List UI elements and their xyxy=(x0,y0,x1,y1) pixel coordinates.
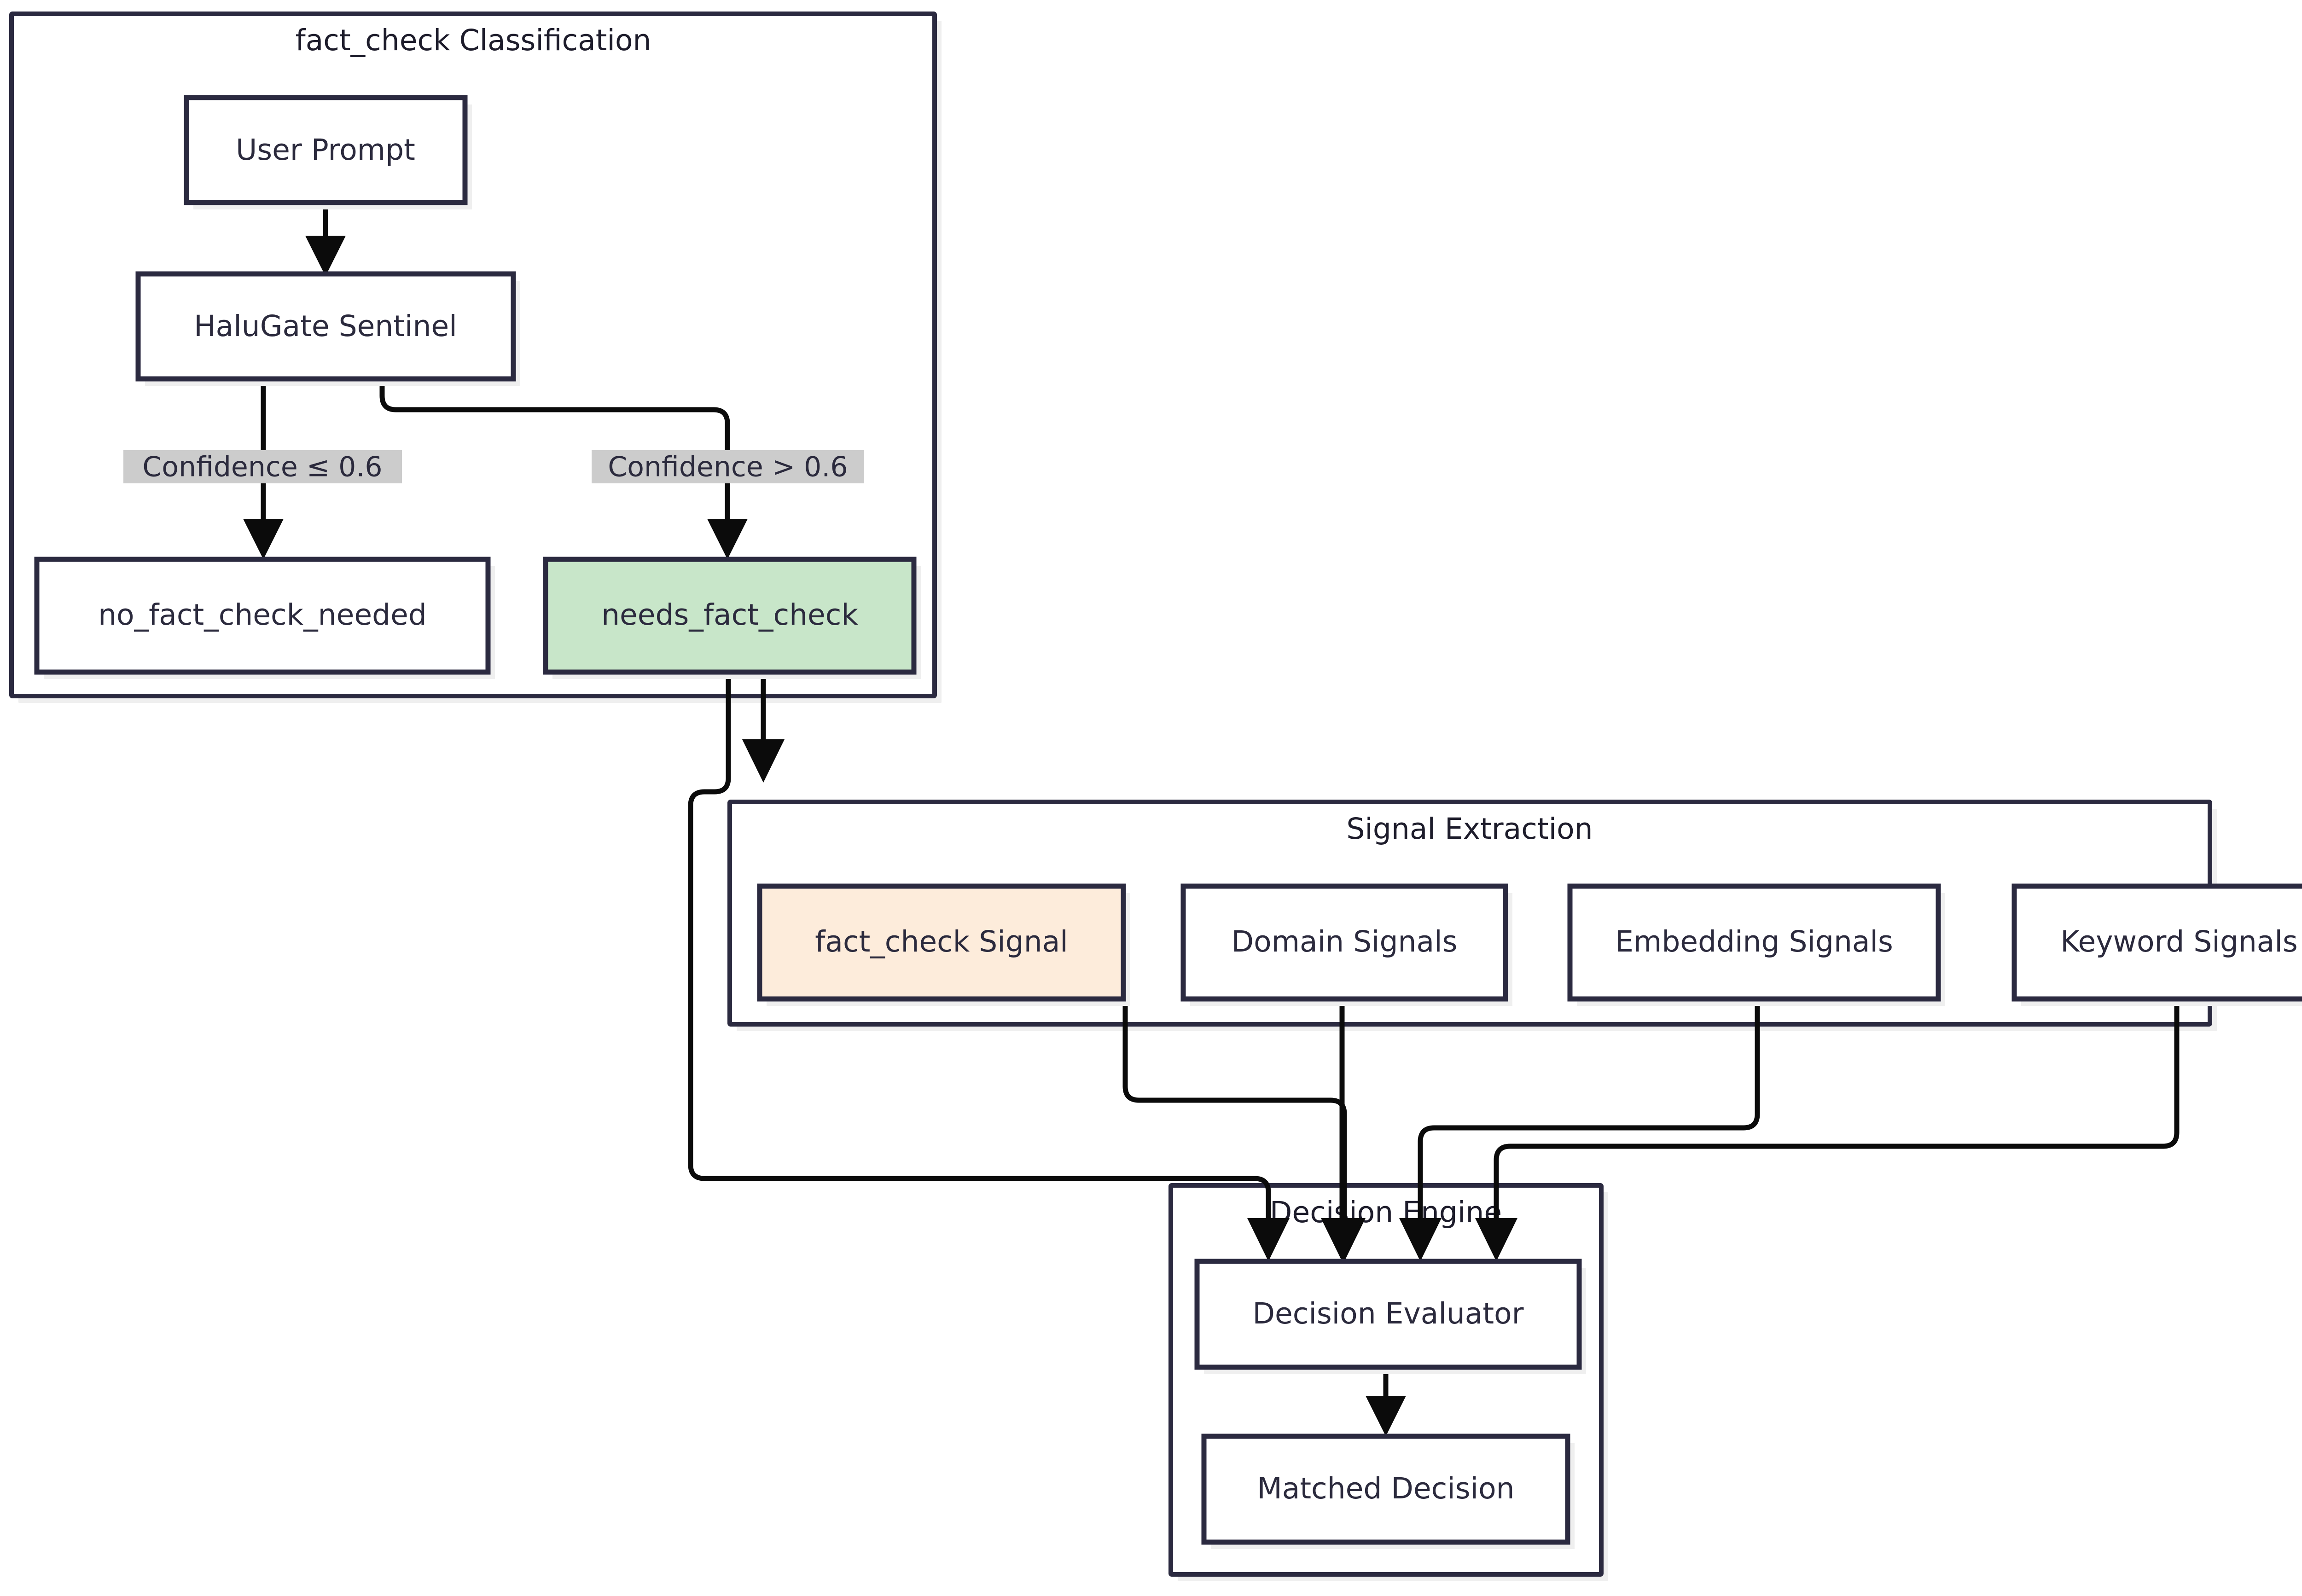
arrowhead-icon xyxy=(305,236,346,276)
node-matched-decision-label: Matched Decision xyxy=(1257,1472,1514,1505)
node-keyword-signals-label: Keyword Signals xyxy=(2060,925,2297,958)
node-decision-evaluator-box[interactable] xyxy=(1194,1259,1582,1370)
node-keyword-signals[interactable]: Keyword Signals xyxy=(2011,883,2302,1006)
node-user-prompt[interactable]: User Prompt xyxy=(184,95,472,209)
node-embedding-signals-label: Embedding Signals xyxy=(1615,925,1893,958)
subgraph-decision-engine-title: Decision Engine xyxy=(1270,1196,1502,1229)
node-decision-evaluator[interactable]: Decision Evaluator xyxy=(1194,1259,1586,1374)
node-domain-signals-box[interactable] xyxy=(1180,883,1508,1002)
edge-embedding-signals-to-decision-evaluator xyxy=(1399,1004,1760,1261)
edge-needs-fact-check-to-fact-check-signal xyxy=(742,679,785,783)
arrowhead-icon xyxy=(1399,1218,1442,1261)
node-needs-fact-check-box[interactable] xyxy=(543,557,917,675)
node-halugate-sentinel-label: HaluGate Sentinel xyxy=(194,309,457,343)
arrowhead-icon xyxy=(1366,1396,1406,1436)
node-embedding-signals[interactable]: Embedding Signals xyxy=(1567,883,1945,1006)
arrowhead-icon xyxy=(707,519,748,559)
node-no-fact-check-needed-box[interactable] xyxy=(34,557,491,675)
node-domain-signals-label: Domain Signals xyxy=(1232,925,1458,958)
node-halugate-sentinel-box[interactable] xyxy=(135,271,516,382)
node-decision-evaluator-label: Decision Evaluator xyxy=(1252,1297,1523,1330)
node-needs-fact-check-label: needs_fact_check xyxy=(601,598,858,632)
edge-user-prompt-to-halugate xyxy=(305,203,346,276)
edge-label-confidence-high-text: Confidence > 0.6 xyxy=(608,451,848,483)
node-domain-signals[interactable]: Domain Signals xyxy=(1180,883,1512,1006)
subgraph-signal-extraction-title: Signal Extraction xyxy=(1346,812,1593,846)
edge-keyword-signals-to-decision-evaluator xyxy=(1475,1004,2180,1261)
node-no-fact-check-needed-label: no_fact_check_needed xyxy=(98,598,427,632)
edge-domain-signals-to-decision-evaluator xyxy=(1321,1004,1363,1261)
subgraph-classification-title: fact_check Classification xyxy=(296,23,651,57)
node-matched-decision[interactable]: Matched Decision xyxy=(1201,1433,1575,1549)
arrowhead-icon xyxy=(1321,1218,1363,1261)
node-no-fact-check-needed[interactable]: no_fact_check_needed xyxy=(34,557,495,679)
arrowhead-icon xyxy=(1247,1218,1290,1261)
edge-label-confidence-high-bg xyxy=(592,450,864,483)
node-keyword-signals-box[interactable] xyxy=(2011,883,2302,1002)
node-needs-fact-check[interactable]: needs_fact_check xyxy=(543,557,921,679)
edge-label-confidence-low: Confidence ≤ 0.6 xyxy=(123,450,402,483)
node-fact-check-signal-label: fact_check Signal xyxy=(815,925,1068,958)
edge-label-confidence-low-text: Confidence ≤ 0.6 xyxy=(142,451,382,483)
node-halugate-sentinel[interactable]: HaluGate Sentinel xyxy=(135,271,520,386)
arrowhead-icon xyxy=(243,519,284,559)
node-embedding-signals-box[interactable] xyxy=(1567,883,1941,1002)
edge-decision-evaluator-to-matched-decision xyxy=(1366,1374,1406,1436)
edge-label-confidence-low-bg xyxy=(123,450,402,483)
node-fact-check-signal[interactable]: fact_check Signal xyxy=(757,883,1130,1006)
edge-halugate-to-needs-fact-check xyxy=(379,380,748,559)
edge-needs-fact-check-to-decision-evaluator xyxy=(688,679,1290,1261)
edge-label-confidence-high: Confidence > 0.6 xyxy=(592,450,864,483)
arrowhead-icon xyxy=(742,739,785,783)
node-fact-check-signal-box[interactable] xyxy=(757,883,1126,1002)
node-user-prompt-box[interactable] xyxy=(184,95,468,205)
node-matched-decision-box[interactable] xyxy=(1201,1433,1570,1545)
arrowhead-icon xyxy=(1475,1218,1517,1261)
node-user-prompt-label: User Prompt xyxy=(236,133,415,167)
